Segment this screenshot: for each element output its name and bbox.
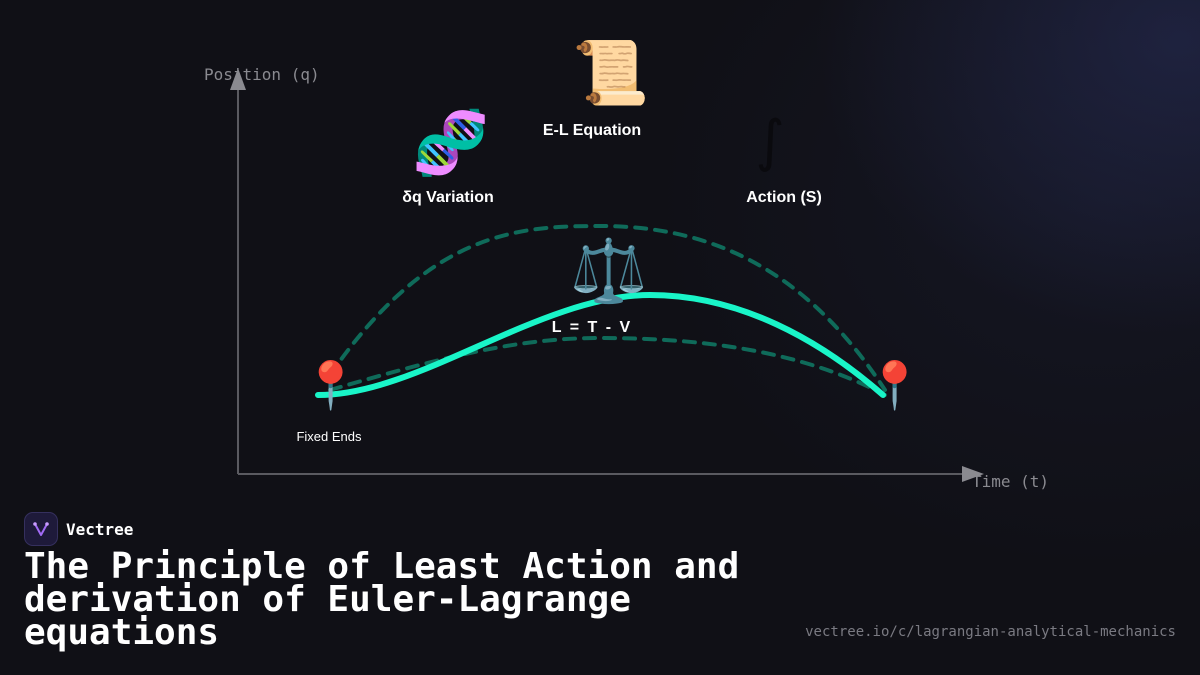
end-pushpin-icon: 📍 bbox=[866, 358, 924, 412]
y-axis-arrow bbox=[230, 68, 246, 90]
x-axis-arrow bbox=[962, 466, 984, 482]
lagrangian-label: L = T - V bbox=[551, 319, 633, 336]
dna-icon: 🧬 bbox=[412, 106, 490, 179]
scroll-icon: 📜 bbox=[572, 36, 650, 109]
x-axis-label: Time (t) bbox=[972, 472, 1050, 491]
action-label: Action (S) bbox=[746, 189, 822, 206]
vectree-logo-icon bbox=[24, 512, 58, 546]
brand-name: Vectree bbox=[66, 519, 134, 539]
variation-label: δq Variation bbox=[402, 189, 494, 206]
fixed-ends-label: Fixed Ends bbox=[296, 429, 362, 444]
varied-path-upper bbox=[328, 223, 887, 392]
page-title: The Principle of Least Action and deriva… bbox=[24, 546, 740, 653]
varied-path-lower bbox=[328, 335, 887, 397]
el-equation-label: E-L Equation bbox=[542, 122, 642, 139]
brand: Vectree bbox=[24, 512, 133, 546]
integral-icon: ∫ bbox=[755, 109, 785, 174]
balance-scale-icon: ⚖️ bbox=[570, 234, 648, 307]
true-path bbox=[315, 291, 886, 398]
source-url: vectree.io/c/lagrangian-analytical-mecha… bbox=[805, 624, 1176, 640]
y-axis-label: Position (q) bbox=[204, 65, 320, 84]
start-pushpin-icon: 📍 bbox=[302, 358, 360, 412]
